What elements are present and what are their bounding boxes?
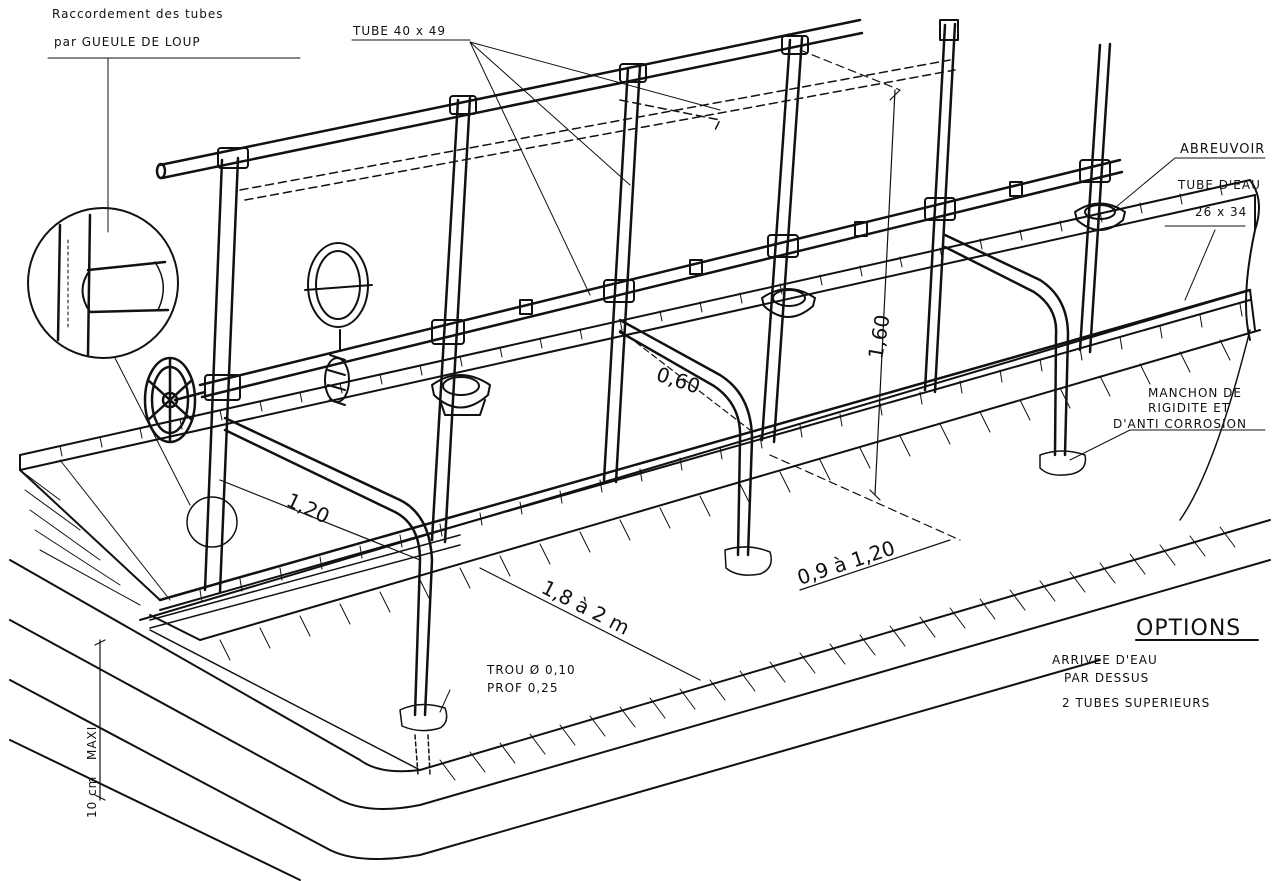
stall-dividers xyxy=(223,233,1070,717)
maxi-label: MAXI xyxy=(85,726,99,760)
top-rail xyxy=(155,18,864,180)
options-line-3: 2 TUBES SUPERIEURS xyxy=(1062,696,1210,710)
valve-wheel-icon xyxy=(143,356,207,444)
hatching xyxy=(19,339,1236,781)
dim-stall-length: 1,20 xyxy=(283,488,334,529)
trou-label-2: PROF 0,25 xyxy=(487,681,558,695)
annotations: Raccordement des tubes par GUEULE DE LOU… xyxy=(52,7,1265,818)
manchon-label-2: RIGIDITE ET xyxy=(1148,401,1230,415)
dimension-lines xyxy=(94,49,961,801)
dim-stall-width: 0,60 xyxy=(653,362,703,399)
water-bowl-1-icon xyxy=(431,374,491,416)
tube-top-label: TUBE 40 x 49 xyxy=(352,24,446,38)
abreuvoir-label: ABREUVOIR xyxy=(1180,142,1265,157)
options-line-1: ARRIVEE D'EAU xyxy=(1052,653,1158,667)
raccord-label-2: par GUEULE DE LOUP xyxy=(54,35,201,49)
options-title: OPTIONS xyxy=(1136,616,1241,641)
tube-eau-label-2: 26 x 34 xyxy=(1195,205,1247,219)
trou-label-1: TROU Ø 0,10 xyxy=(486,663,576,677)
leader-lines xyxy=(47,39,1266,713)
manchon-label-3: D'ANTI CORROSION xyxy=(1113,417,1247,431)
water-bowls xyxy=(431,202,1126,416)
footings xyxy=(399,450,1087,776)
water-bowl-2-icon xyxy=(761,288,816,318)
ten-cm-label: 10 cm xyxy=(85,776,99,818)
tie-ring xyxy=(304,242,373,406)
floor-slab xyxy=(9,289,1271,881)
clamps xyxy=(204,35,1111,401)
dim-depth: 1,8 à 2 m xyxy=(538,575,634,640)
middle-rail xyxy=(198,158,1124,399)
manchon-label-1: MANCHON DE xyxy=(1148,386,1242,400)
dim-spacing: 0,9 à 1,20 xyxy=(794,536,898,590)
raccord-label-1: Raccordement des tubes xyxy=(52,7,224,21)
options-line-2: PAR DESSUS xyxy=(1064,671,1149,685)
water-bowl-3-icon xyxy=(1074,202,1126,231)
top-rail-dashed xyxy=(239,59,956,201)
detail-magnifier xyxy=(27,207,238,548)
tube-eau-label-1: TUBE D'EAU xyxy=(1177,178,1261,192)
dim-height: 1,60 xyxy=(863,313,894,361)
lower-water-pipe xyxy=(149,534,461,629)
trough-rim-hatch xyxy=(59,184,1243,603)
